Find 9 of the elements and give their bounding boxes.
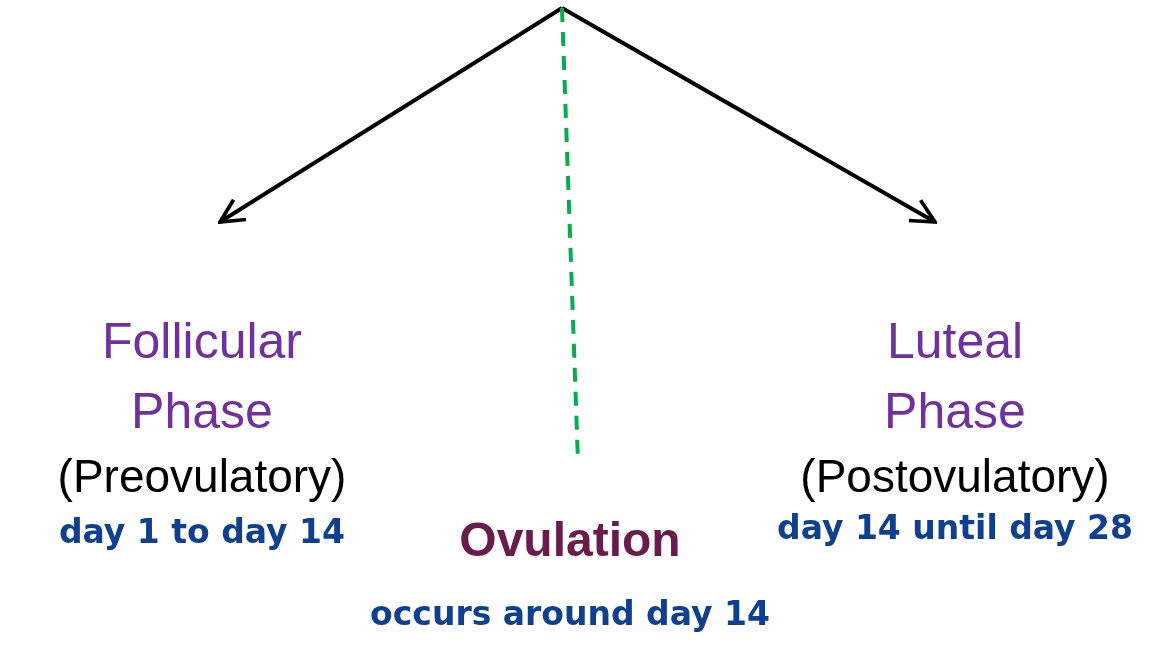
day-range-text: day 1 to day 14	[58, 511, 346, 553]
arrow	[561, 6, 937, 224]
day-range-text: day 14 until day 28	[777, 507, 1133, 549]
phase-name: Follicular Phase	[100, 312, 304, 441]
arrow	[218, 6, 564, 224]
phase-subtitle: (Postovulatory)	[799, 449, 1111, 504]
phase-subtitle: (Preovulatory)	[56, 449, 348, 504]
phase-name: Luteal Phase	[883, 312, 1027, 441]
day-range-text: occurs around day 14	[370, 593, 770, 635]
